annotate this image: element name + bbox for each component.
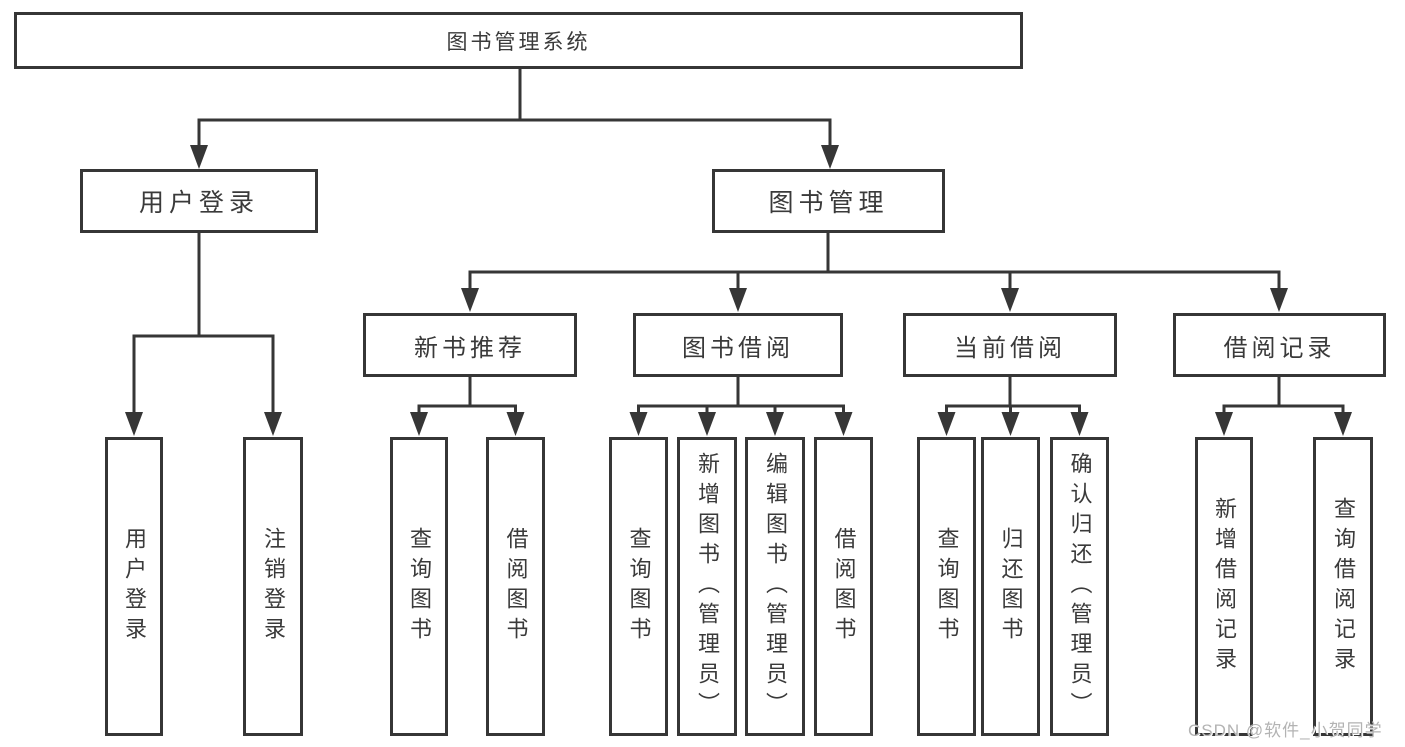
- leaf-nbr-query-books: 查询图书: [390, 437, 448, 736]
- leaf-logout: 注销登录: [243, 437, 303, 736]
- leaf-cb-confirm-return-admin-label: 确认归还（管理员）: [1067, 451, 1093, 722]
- leaf-bb-borrow-books: 借阅图书: [814, 437, 873, 736]
- leaf-bb-query-books-label: 查询图书: [626, 526, 652, 647]
- node-book-management: 图书管理: [712, 169, 945, 233]
- node-book-borrow-label: 图书借阅: [682, 334, 794, 362]
- node-borrow-records: 借阅记录: [1173, 313, 1386, 377]
- leaf-user-login: 用户登录: [105, 437, 163, 736]
- leaf-cb-query-books: 查询图书: [917, 437, 976, 736]
- leaf-nbr-borrow-books-label: 借阅图书: [503, 526, 529, 647]
- leaf-bb-borrow-books-label: 借阅图书: [831, 526, 857, 647]
- node-new-book-recommend: 新书推荐: [363, 313, 577, 377]
- connector-new-book-recommend-to-leaves: [410, 375, 525, 436]
- leaf-bb-add-books-admin: 新增图书（管理员）: [677, 437, 737, 736]
- node-user-login-label: 用户登录: [138, 189, 259, 217]
- leaf-bb-edit-books-admin: 编辑图书（管理员）: [745, 437, 805, 736]
- leaf-br-add-borrow-record-label: 新增借阅记录: [1212, 496, 1237, 677]
- node-current-borrow-label: 当前借阅: [954, 334, 1066, 362]
- leaf-nbr-borrow-books: 借阅图书: [486, 437, 545, 736]
- node-new-book-recommend-label: 新书推荐: [414, 334, 526, 362]
- leaf-br-query-borrow-record-label: 查询借阅记录: [1331, 496, 1356, 677]
- csdn-watermark: CSDN @软件_小贺同学: [1188, 721, 1383, 740]
- connector-book-borrow-to-leaves: [629, 375, 853, 436]
- node-book-management-label: 图书管理: [768, 189, 889, 217]
- node-borrow-records-label: 借阅记录: [1223, 334, 1336, 362]
- leaf-cb-confirm-return-admin: 确认归还（管理员）: [1050, 437, 1109, 736]
- leaf-br-query-borrow-record: 查询借阅记录: [1313, 437, 1373, 736]
- leaf-cb-return-books-label: 归还图书: [998, 526, 1024, 647]
- connector-user-login-to-leaves: [125, 231, 282, 436]
- leaf-cb-return-books: 归还图书: [981, 437, 1040, 736]
- leaf-bb-edit-books-admin-label: 编辑图书（管理员）: [763, 451, 788, 722]
- leaf-cb-query-books-label: 查询图书: [934, 526, 960, 647]
- connector-current-borrow-to-leaves: [937, 375, 1089, 436]
- leaf-logout-label: 注销登录: [261, 526, 286, 647]
- leaf-nbr-query-books-label: 查询图书: [407, 526, 432, 647]
- leaf-user-login-label: 用户登录: [122, 526, 147, 647]
- leaf-bb-query-books: 查询图书: [609, 437, 668, 736]
- connector-borrow-records-to-leaves: [1215, 375, 1352, 436]
- node-current-borrow: 当前借阅: [903, 313, 1117, 377]
- node-library-management-system: 图书管理系统: [14, 12, 1023, 69]
- leaf-br-add-borrow-record: 新增借阅记录: [1195, 437, 1253, 736]
- leaf-bb-add-books-admin-label: 新增图书（管理员）: [695, 451, 720, 722]
- connector-root-to-level2: [190, 67, 839, 169]
- node-library-management-system-label: 图书管理系统: [446, 30, 591, 54]
- node-book-borrow: 图书借阅: [633, 313, 843, 377]
- connector-book-management-to-level3: [461, 231, 1288, 312]
- node-user-login: 用户登录: [80, 169, 318, 233]
